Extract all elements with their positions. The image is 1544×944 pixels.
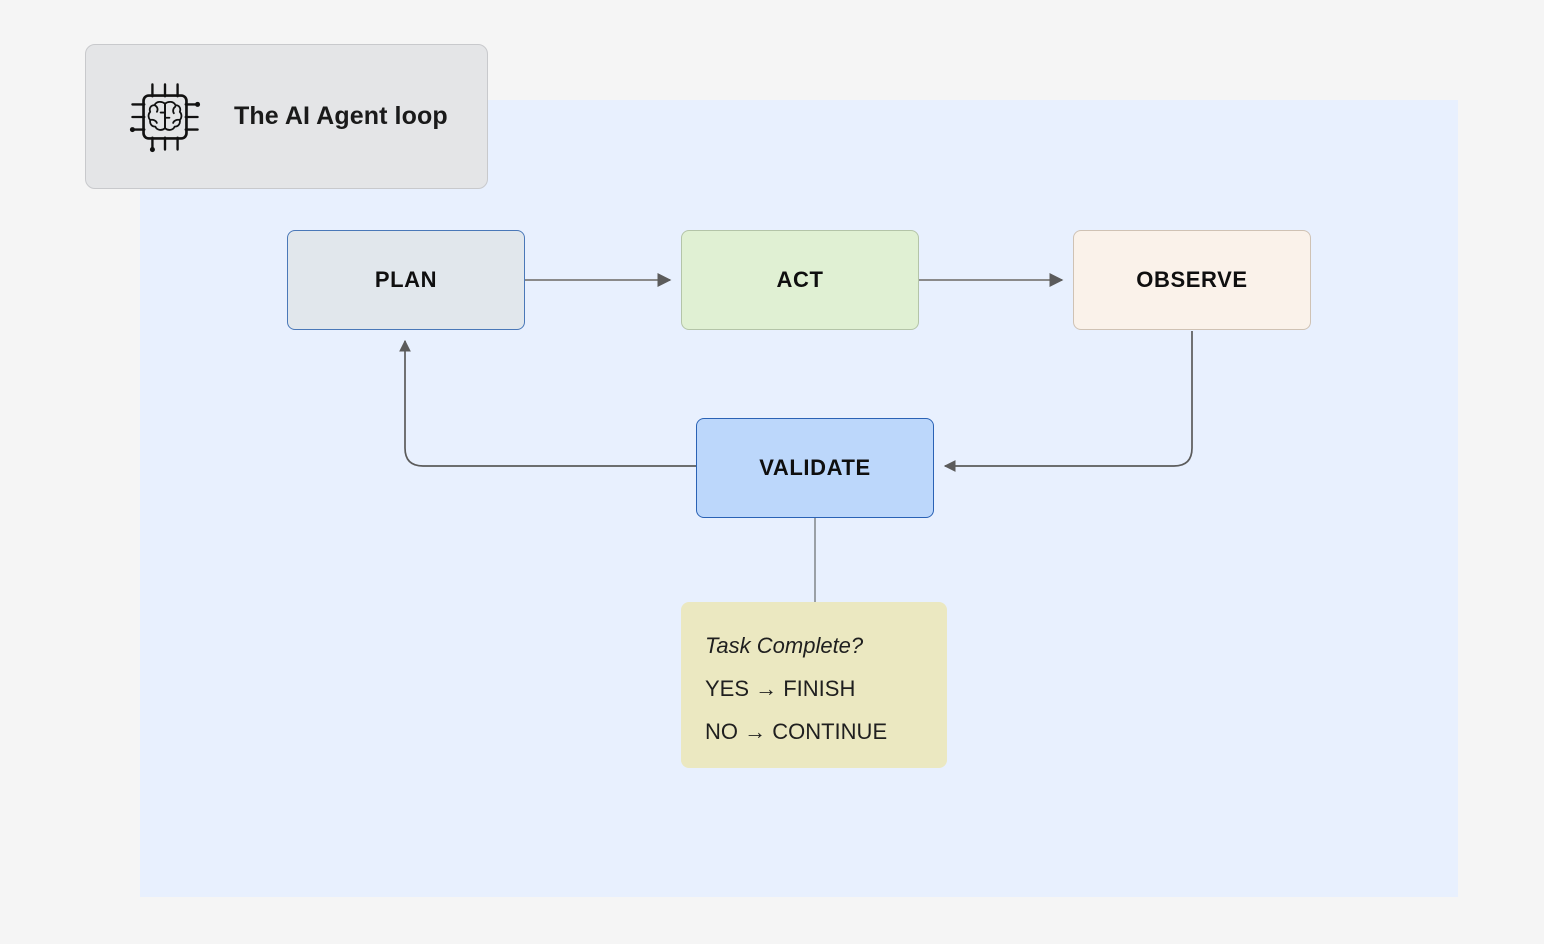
node-observe[interactable]: OBSERVE: [1073, 230, 1311, 330]
node-plan-label: PLAN: [374, 267, 438, 292]
note-line-yes: YES → FINISH: [705, 676, 856, 701]
node-act[interactable]: ACT: [681, 230, 919, 330]
title-card: The AI Agent loop: [85, 44, 488, 189]
task-complete-note: Task Complete? YES → FINISH NO → CONTINU…: [681, 602, 947, 768]
node-validate[interactable]: VALIDATE: [696, 418, 934, 518]
node-observe-label: OBSERVE: [1136, 267, 1248, 292]
note-line-no: NO → CONTINUE: [705, 719, 888, 744]
node-plan[interactable]: PLAN: [287, 230, 525, 330]
note-line-question: Task Complete?: [705, 633, 864, 658]
node-act-label: ACT: [776, 267, 824, 292]
title-card-label: The AI Agent loop: [234, 102, 448, 130]
brain-chip-icon: [129, 82, 201, 152]
node-validate-label: VALIDATE: [759, 455, 871, 480]
